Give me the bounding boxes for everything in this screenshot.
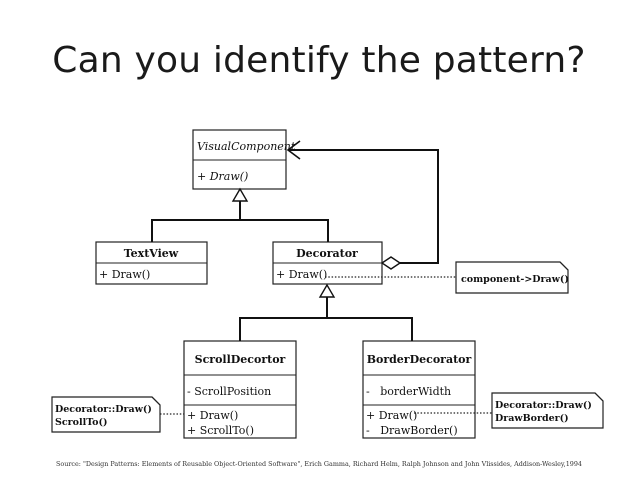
- class-attribute: - borderWidth: [366, 385, 451, 398]
- class-name: Decorator: [296, 247, 358, 260]
- class-name: VisualComponent: [197, 140, 296, 153]
- inheritance-decorator: [239, 297, 413, 341]
- class-visualcomponent: VisualComponent + Draw(): [192, 129, 296, 190]
- class-operation: + ScrollTo(): [187, 424, 254, 437]
- note-text: Decorator::Draw(): [55, 404, 152, 415]
- class-decorator: Decorator + Draw(): [272, 241, 383, 285]
- class-name: TextView: [124, 247, 179, 260]
- inheritance-visualcomponent: [151, 201, 329, 242]
- source-citation: Source: "Design Patterns: Elements of Re…: [56, 460, 582, 468]
- note-borderdecorator: Decorator::Draw() DrawBorder(): [491, 392, 604, 429]
- note-text: DrawBorder(): [495, 413, 569, 424]
- note-text: ScrollTo(): [55, 417, 108, 428]
- class-name: ScrollDecortor: [195, 353, 286, 366]
- class-operation: + Draw(): [99, 268, 150, 281]
- inheritance-arrowhead: [231, 187, 249, 202]
- class-operation: + Draw(): [197, 170, 248, 183]
- note-text: Decorator::Draw(): [495, 400, 592, 411]
- class-operation: + Draw(): [276, 268, 327, 281]
- class-operation: + Draw(): [366, 409, 417, 422]
- inheritance-arrowhead: [318, 283, 336, 298]
- class-textview: TextView + Draw(): [95, 241, 208, 285]
- class-scrolldecorator: ScrollDecortor - ScrollPosition + Draw()…: [183, 340, 297, 439]
- slide-title: Can you identify the pattern?: [52, 40, 586, 81]
- note-decorator: component->Draw(): [455, 261, 569, 294]
- class-operation: - DrawBorder(): [366, 424, 458, 437]
- class-name: BorderDecorator: [367, 353, 472, 366]
- note-scrolldecorator: Decorator::Draw() ScrollTo(): [51, 396, 161, 433]
- class-operation: + Draw(): [187, 409, 238, 422]
- note-text: component->Draw(): [461, 274, 569, 285]
- aggregation-component: [286, 140, 439, 270]
- class-attribute: - ScrollPosition: [187, 385, 271, 398]
- class-borderdecorator: BorderDecorator - borderWidth + Draw() -…: [362, 340, 476, 439]
- aggregation-diamond: [380, 256, 402, 270]
